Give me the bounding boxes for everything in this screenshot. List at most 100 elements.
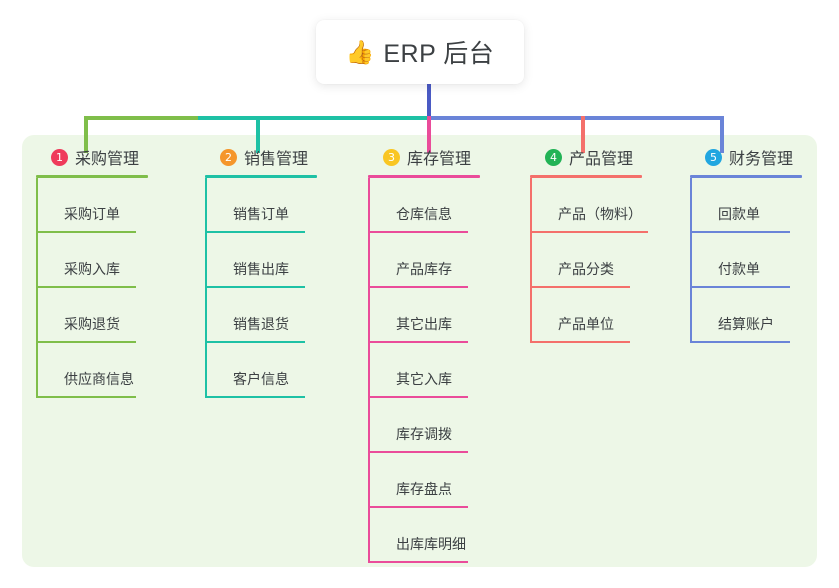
column-title-5: 财务管理 [729,151,794,168]
list-item-rule [690,286,790,288]
list-item-label: 回款单 [718,206,760,222]
column-title-4: 产品管理 [569,151,634,168]
column-spine-5 [690,178,692,343]
list-item[interactable]: 仓库信息 [368,178,518,233]
column-header-4[interactable]: 4 产品管理 [530,145,690,169]
column-purchasing: 1 采购管理 采购订单 采购入库 采购退货 供应商信息 [36,145,186,398]
list-item[interactable]: 产品单位 [530,288,690,343]
list-item-rule [36,231,136,233]
list-item-label: 结算账户 [718,316,774,332]
list-item[interactable]: 销售退货 [205,288,355,343]
list-item[interactable]: 产品（物料） [530,178,690,233]
list-item-label: 付款单 [718,261,760,277]
column-header-5[interactable]: 5 财务管理 [690,145,839,169]
list-item-rule [36,341,136,343]
column-finance: 5 财务管理 回款单 付款单 结算账户 [690,145,839,343]
column-badge-2: 2 [220,148,237,166]
list-item[interactable]: 库存盘点 [368,453,518,508]
list-item-rule [368,396,468,398]
column-badge-5: 5 [705,148,722,166]
list-item[interactable]: 采购入库 [36,233,186,288]
column-sales: 2 销售管理 销售订单 销售出库 销售退货 客户信息 [205,145,355,398]
list-item-rule [368,506,468,508]
list-item-label: 库存盘点 [396,481,452,497]
column-header-2[interactable]: 2 销售管理 [205,145,355,169]
list-item-rule [205,286,305,288]
list-item[interactable]: 其它出库 [368,288,518,343]
list-item-label: 其它出库 [396,316,452,332]
column-spine-2 [205,178,207,398]
drop-connector-1 [84,116,88,153]
list-item-rule [690,341,790,343]
list-item[interactable]: 库存调拨 [368,398,518,453]
list-item[interactable]: 采购订单 [36,178,186,233]
column-rule-4 [530,175,642,178]
column-spine-3 [368,178,370,563]
column-header-1[interactable]: 1 采购管理 [36,145,186,169]
list-item-rule [368,561,468,563]
diagram-panel [22,135,817,567]
drop-connector-5 [720,116,724,153]
column-spine-4 [530,178,532,343]
list-item-label: 供应商信息 [64,371,134,387]
list-item-rule [36,396,136,398]
list-item-label: 采购订单 [64,206,120,222]
list-item[interactable]: 付款单 [690,233,839,288]
list-item-rule [530,341,630,343]
list-item-rule [368,231,468,233]
list-item[interactable]: 出库库明细 [368,508,518,563]
list-item-rule [368,451,468,453]
list-item-label: 产品库存 [396,261,452,277]
column-badge-3: 3 [383,148,400,166]
list-item[interactable]: 客户信息 [205,343,355,398]
column-rule-1 [36,175,148,178]
list-item-label: 客户信息 [233,371,289,387]
bus-segment-green [84,116,200,120]
list-item-label: 其它入库 [396,371,452,387]
list-item[interactable]: 结算账户 [690,288,839,343]
list-item-label: 库存调拨 [396,426,452,442]
column-items-2: 销售订单 销售出库 销售退货 客户信息 [205,178,355,398]
list-item-label: 销售订单 [233,206,289,222]
list-item-label: 出库库明细 [396,536,466,552]
column-items-3: 仓库信息 产品库存 其它出库 其它入库 库存调拨 库存盘点 出库库明细 [368,178,518,563]
list-item[interactable]: 销售订单 [205,178,355,233]
column-header-3[interactable]: 3 库存管理 [368,145,518,169]
list-item[interactable]: 产品库存 [368,233,518,288]
list-item-rule [36,286,136,288]
list-item-label: 销售出库 [233,261,289,277]
list-item-label: 产品（物料） [558,206,642,222]
drop-connector-3 [427,116,431,153]
list-item[interactable]: 供应商信息 [36,343,186,398]
column-items-5: 回款单 付款单 结算账户 [690,178,839,343]
thumbs-up-icon: 👍 [345,38,375,65]
trunk-connector [427,84,431,118]
list-item-rule [205,341,305,343]
list-item-label: 销售退货 [233,316,289,332]
column-rule-2 [205,175,317,178]
list-item-rule [368,286,468,288]
list-item-label: 产品单位 [558,316,614,332]
list-item-rule [690,231,790,233]
drop-connector-4 [581,116,585,153]
list-item[interactable]: 回款单 [690,178,839,233]
list-item-rule [530,231,648,233]
list-item[interactable]: 销售出库 [205,233,355,288]
list-item-label: 采购退货 [64,316,120,332]
list-item-rule [205,396,305,398]
list-item-rule [368,341,468,343]
column-badge-4: 4 [545,148,562,166]
column-title-2: 销售管理 [244,151,309,168]
column-items-1: 采购订单 采购入库 采购退货 供应商信息 [36,178,186,398]
page-title: ERP 后台 [383,40,495,68]
list-item-label: 仓库信息 [396,206,452,222]
list-item-label: 产品分类 [558,261,614,277]
column-spine-1 [36,178,38,398]
column-rule-3 [368,175,480,178]
column-title-3: 库存管理 [407,151,472,168]
list-item[interactable]: 采购退货 [36,288,186,343]
list-item[interactable]: 产品分类 [530,233,690,288]
diagram-title-card: 👍 ERP 后台 [316,20,524,84]
list-item[interactable]: 其它入库 [368,343,518,398]
list-item-label: 采购入库 [64,261,120,277]
